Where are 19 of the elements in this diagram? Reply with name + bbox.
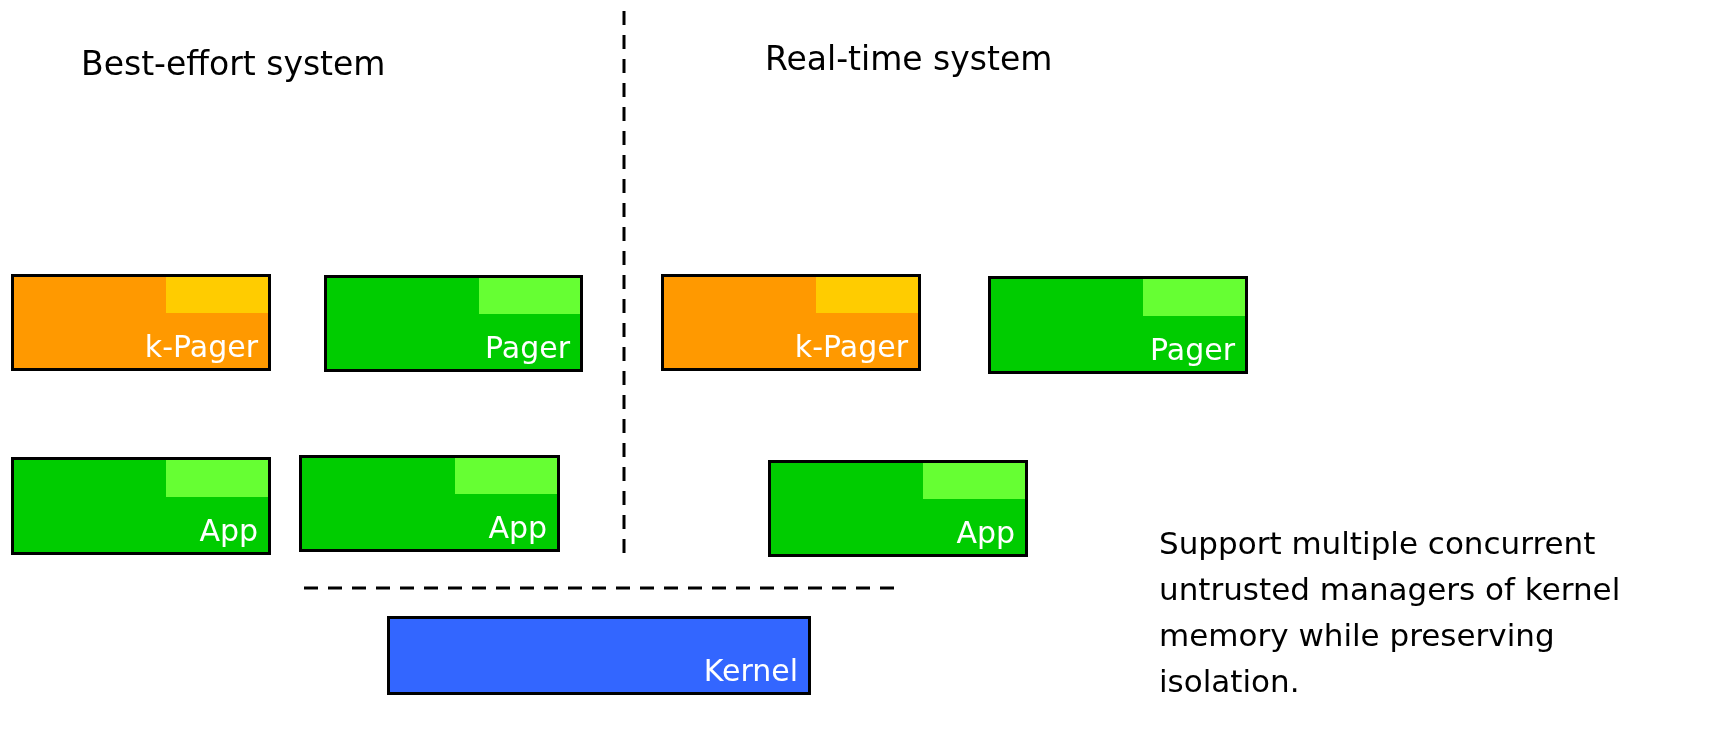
box-label: k-Pager (144, 329, 258, 364)
box-label: Pager (1150, 332, 1235, 367)
box-label: Pager (485, 330, 570, 365)
memory-manager-box (11, 274, 271, 371)
pager-box (988, 276, 1248, 374)
app-box (11, 457, 271, 555)
box-label: k-Pager (794, 329, 908, 364)
note-text: Support multiple concurrent untrusted managers of kernel memory while preserving isolation. (1159, 524, 1622, 701)
section-heading: Real-time system (765, 39, 1053, 78)
box-label: App (956, 515, 1015, 550)
section-heading: Best-effort system (81, 44, 386, 83)
box-label: Kernel (703, 653, 798, 688)
box-label: App (199, 513, 258, 548)
box-label: App (488, 510, 547, 545)
kernel-box (387, 616, 811, 695)
app-box (768, 460, 1028, 557)
pager-box (324, 275, 583, 372)
memory-manager-box (661, 274, 921, 371)
app-box (299, 455, 560, 552)
